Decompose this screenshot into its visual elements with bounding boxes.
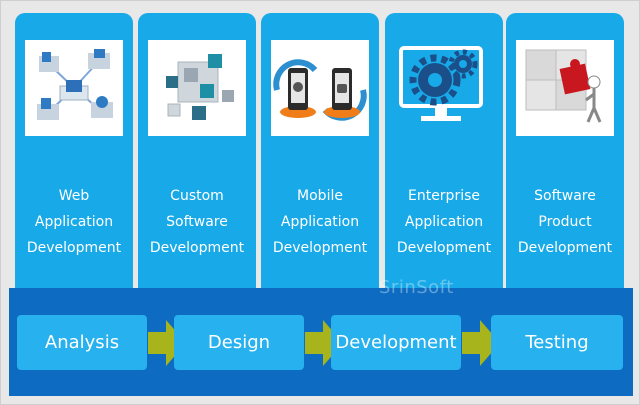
- watermark: SrinSoft: [379, 277, 454, 298]
- cubes-icon: [148, 40, 246, 136]
- service-card-product: Software Product Development: [506, 13, 624, 293]
- right-arrow-icon: [305, 320, 343, 366]
- phase-analysis: Analysis: [17, 315, 147, 370]
- service-card-web: Web Application Development: [15, 13, 133, 293]
- right-arrow-icon: [462, 320, 500, 366]
- network-diagram-icon: [25, 40, 123, 136]
- card-label: Mobile Application Development: [272, 188, 368, 256]
- gears-monitor-icon: [395, 40, 493, 136]
- card-label: Web Application Development: [26, 188, 122, 256]
- mobile-phones-icon: [271, 40, 369, 136]
- service-card-mobile: Mobile Application Development: [261, 13, 379, 293]
- service-card-enterprise: Enterprise Application Development: [385, 13, 503, 293]
- card-label: Enterprise Application Development: [396, 188, 492, 256]
- service-card-custom: Custom Software Development: [138, 13, 256, 293]
- card-label: Software Product Development: [517, 188, 613, 256]
- phase-design: Design: [174, 315, 304, 370]
- card-label: Custom Software Development: [149, 188, 245, 256]
- right-arrow-icon: [148, 320, 186, 366]
- process-band: Analysis Design Development Testing: [9, 288, 633, 396]
- phase-development: Development: [331, 315, 461, 370]
- phase-testing: Testing: [491, 315, 623, 370]
- puzzle-icon: [516, 40, 614, 136]
